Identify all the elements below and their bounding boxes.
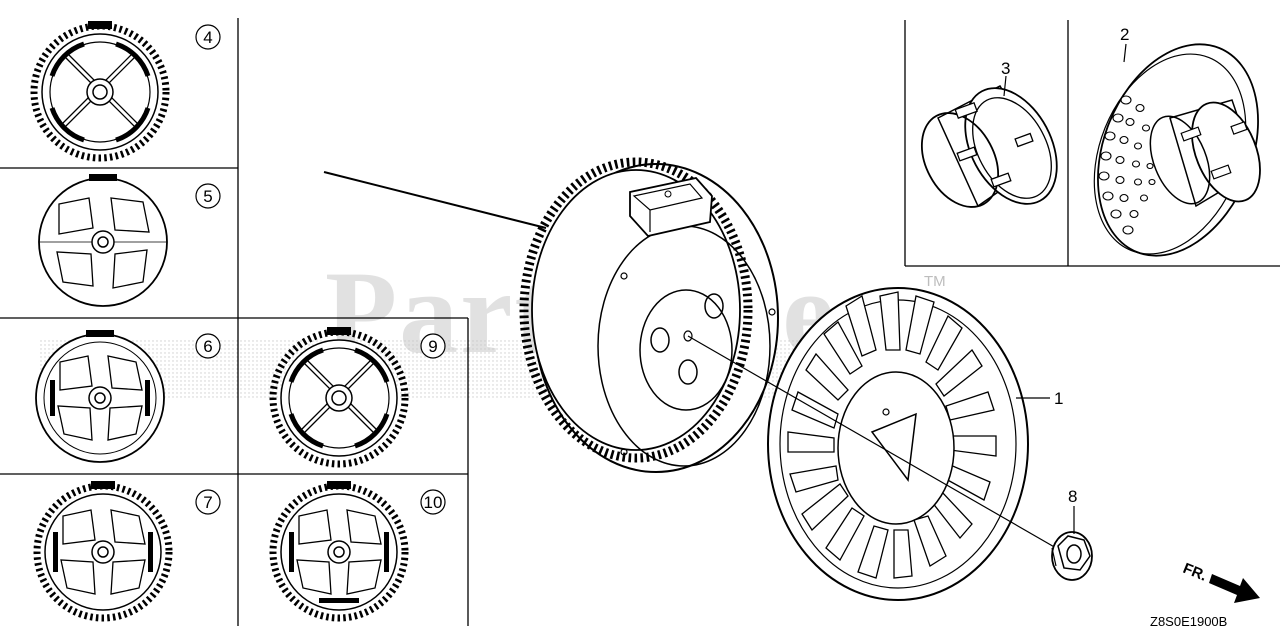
variant-grid — [0, 18, 469, 626]
drawing-code: Z8S0E1900B — [1150, 614, 1227, 629]
variant-6-flywheel — [35, 330, 165, 463]
callout-2: 2 — [1120, 25, 1129, 44]
variant-7-flywheel — [33, 481, 173, 622]
inset-frame — [904, 20, 1280, 267]
variant-ref-4: 4 — [195, 24, 221, 50]
svg-text:5: 5 — [203, 187, 212, 206]
variant-leader-line — [323, 171, 547, 229]
svg-text:FR.: FR. — [1181, 560, 1210, 585]
variant-ref-7: 7 — [195, 489, 221, 515]
main-flywheel — [519, 157, 779, 473]
variant-ref-9: 9 — [420, 333, 446, 359]
cooling-fan — [767, 287, 1029, 601]
svg-text:10: 10 — [424, 493, 443, 512]
callout-3: 3 — [1001, 59, 1010, 78]
svg-text:4: 4 — [203, 28, 212, 47]
variant-ref-10: 10 — [420, 489, 446, 515]
front-direction-indicator: FR. — [1181, 560, 1260, 603]
direction-arrow-icon — [1209, 574, 1260, 603]
callout-1: 1 — [1054, 389, 1063, 408]
flange-nut — [1051, 531, 1093, 581]
callout-8: 8 — [1068, 487, 1077, 506]
variant-ref-5: 5 — [195, 183, 221, 209]
variant-5-flywheel — [38, 174, 168, 307]
variant-9-flywheel — [269, 327, 409, 468]
callouts — [1003, 43, 1127, 534]
trademark-mark: TM — [924, 273, 946, 290]
assembly-axis-line — [687, 335, 1071, 557]
variant-4-flywheel — [30, 21, 170, 162]
variant-ref-6: 6 — [195, 333, 221, 359]
svg-text:9: 9 — [428, 337, 437, 356]
svg-text:6: 6 — [203, 337, 212, 356]
variant-10-flywheel — [269, 481, 409, 622]
variant-labels: 4 5 6 9 7 10 — [195, 24, 446, 515]
screen-grid — [1093, 43, 1261, 257]
svg-text:7: 7 — [203, 493, 212, 512]
starter-cup — [920, 85, 1058, 208]
